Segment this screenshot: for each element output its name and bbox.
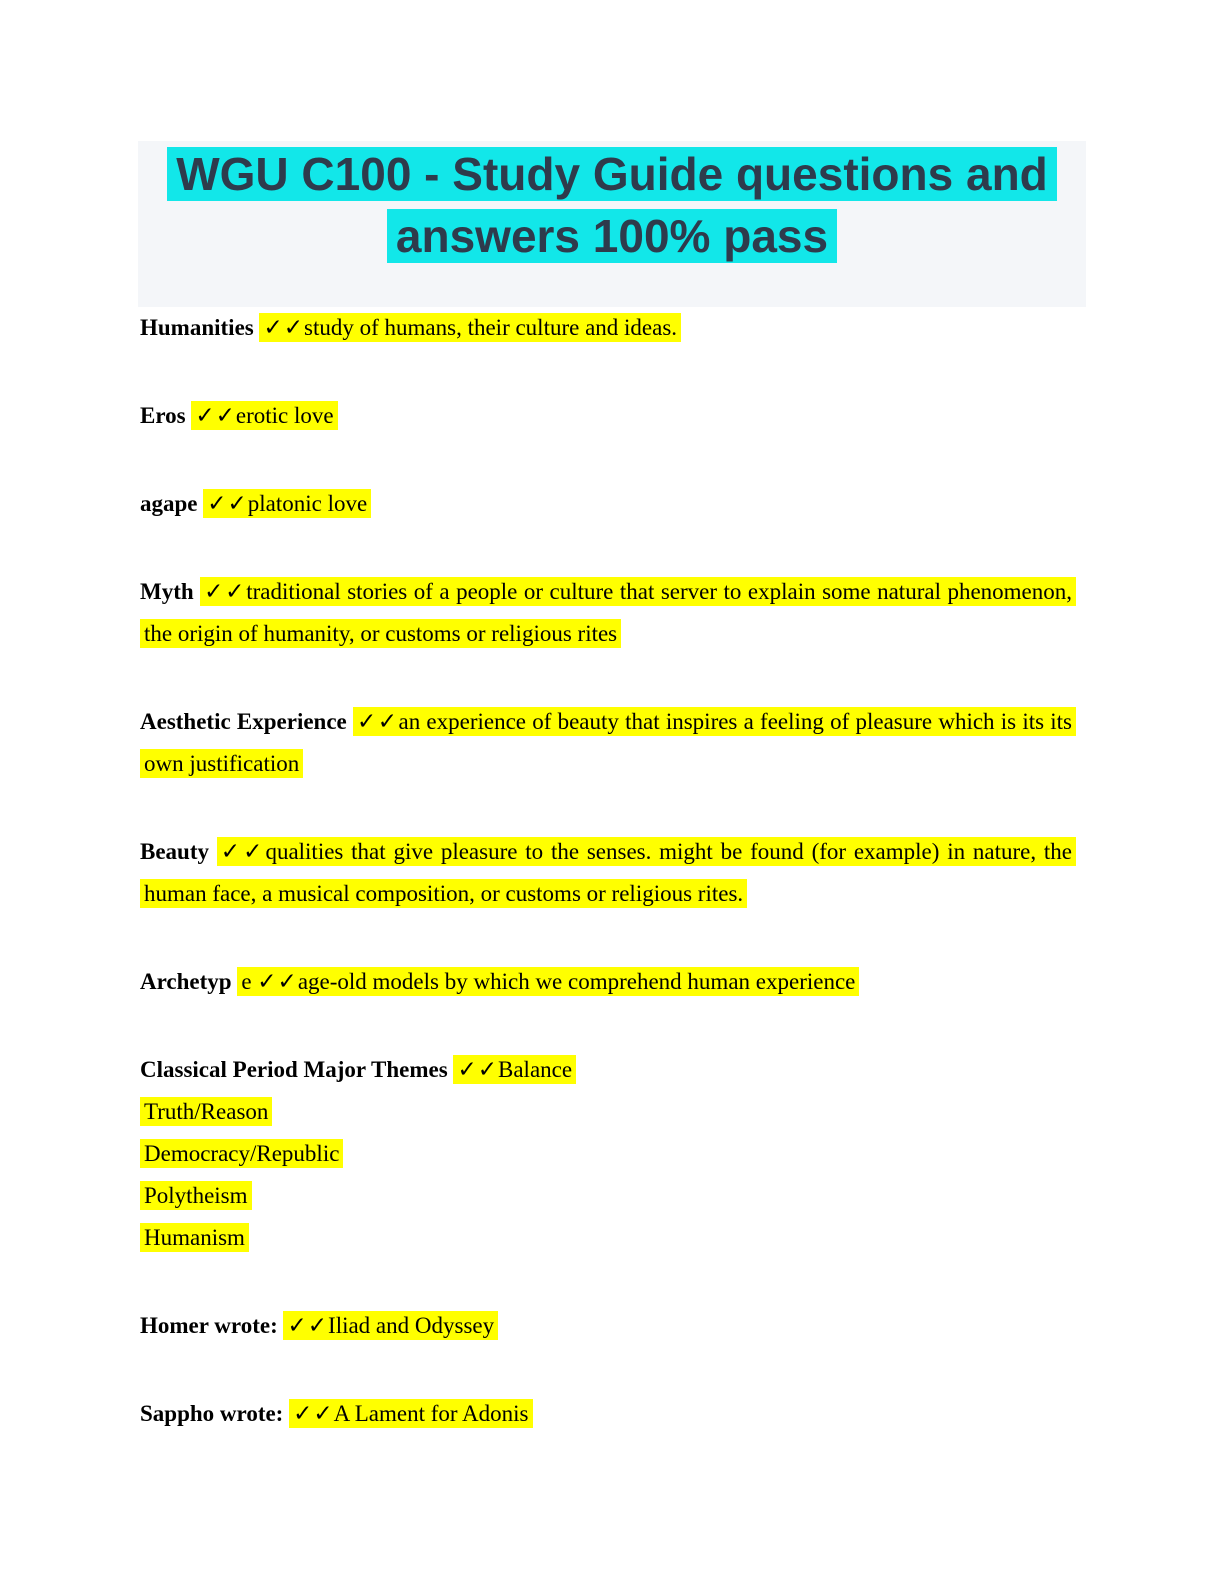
double-checkmark-icon: ✓✓ (457, 1057, 498, 1083)
qa-answer-highlight: Humanism (140, 1223, 249, 1252)
double-checkmark-icon: ✓✓ (204, 579, 247, 605)
double-checkmark-icon: ✓✓ (263, 315, 305, 341)
qa-answer-highlight: ✓✓Balance (453, 1055, 577, 1084)
double-checkmark-icon: ✓✓ (293, 1401, 334, 1427)
qa-term: Homer wrote: (140, 1313, 278, 1338)
double-checkmark-icon: ✓✓ (257, 969, 298, 995)
qa-answer-highlight: Democracy/Republic (140, 1139, 344, 1168)
qa-list: Humanities ✓✓study of humans, their cult… (140, 307, 1077, 1481)
qa-answer-highlight: ✓✓erotic love (191, 401, 338, 430)
qa-entry: Sappho wrote: ✓✓A Lament for Adonis (140, 1393, 1076, 1435)
qa-answer-highlight: Truth/Reason (140, 1097, 273, 1126)
qa-answer-line: Democracy/Republic (140, 1133, 1076, 1175)
qa-answer-highlight: e ✓✓age-old models by which we comprehen… (237, 967, 860, 996)
qa-entry: Beauty ✓✓qualities that give pleasure to… (140, 831, 1077, 915)
qa-term: Classical Period Major Themes (140, 1057, 448, 1082)
qa-term: Beauty (140, 839, 209, 864)
qa-answer-highlight: ✓✓qualities that give pleasure to the se… (140, 837, 1077, 908)
title-highlight: answers 100% pass (386, 209, 838, 263)
qa-term: Aesthetic Experience (140, 709, 347, 734)
qa-term: Archetyp (140, 969, 232, 994)
qa-term: Myth (140, 579, 194, 604)
double-checkmark-icon: ✓✓ (357, 709, 399, 735)
qa-entry: Archetyp e ✓✓age-old models by which we … (140, 961, 1076, 1003)
qa-entry: Homer wrote: ✓✓Iliad and Odyssey (140, 1305, 1076, 1347)
qa-term: Sappho wrote: (140, 1401, 284, 1426)
qa-answer-highlight: ✓✓A Lament for Adonis (289, 1399, 533, 1428)
title-panel: WGU C100 - Study Guide questions and ans… (138, 141, 1086, 307)
double-checkmark-icon: ✓✓ (220, 839, 266, 865)
qa-answer-line: Humanism (140, 1217, 1076, 1259)
qa-answer-line: Polytheism (140, 1175, 1076, 1217)
qa-entry: agape ✓✓platonic love (140, 483, 1076, 525)
double-checkmark-icon: ✓✓ (287, 1313, 329, 1339)
document-title-line2: answers 100% pass (138, 205, 1086, 267)
double-checkmark-icon: ✓✓ (207, 491, 248, 517)
qa-term: Humanities (140, 315, 254, 340)
qa-term: agape (140, 491, 198, 516)
qa-answer-highlight: ✓✓study of humans, their culture and ide… (259, 313, 682, 342)
qa-entry: Humanities ✓✓study of humans, their cult… (140, 307, 1076, 349)
qa-entry: Aesthetic Experience ✓✓an experience of … (140, 701, 1077, 785)
qa-answer-highlight: ✓✓traditional stories of a people or cul… (140, 577, 1077, 648)
qa-term: Eros (140, 403, 186, 428)
qa-answer-highlight: ✓✓Iliad and Odyssey (283, 1311, 499, 1340)
double-checkmark-icon: ✓✓ (195, 403, 236, 429)
qa-entry: Myth ✓✓traditional stories of a people o… (140, 571, 1077, 655)
qa-answer-highlight: ✓✓platonic love (203, 489, 372, 518)
title-highlight: WGU C100 - Study Guide questions and (167, 147, 1057, 201)
document-title-line1: WGU C100 - Study Guide questions and (138, 143, 1086, 205)
qa-answer-highlight: Polytheism (140, 1181, 252, 1210)
qa-entry: Eros ✓✓erotic love (140, 395, 1076, 437)
qa-answer-line: Truth/Reason (140, 1091, 1076, 1133)
